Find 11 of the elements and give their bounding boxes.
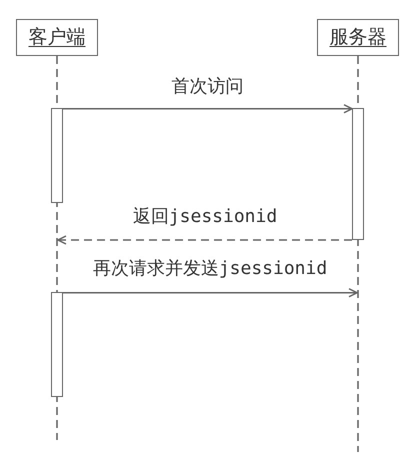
- message-arrow: [63, 104, 353, 114]
- activation-bar: [51, 292, 63, 397]
- message-arrow: [63, 288, 358, 298]
- activation-bar: [352, 108, 364, 240]
- edge-label: 首次访问: [172, 77, 244, 97]
- edge-label: 返回jsessionid: [132, 207, 278, 227]
- message-arrow: [57, 235, 352, 245]
- edge-label: 再次请求并发送jsessionid: [92, 259, 328, 279]
- activation-bar: [51, 108, 63, 203]
- actor-box: 服务器: [317, 19, 399, 56]
- actor-box: 客户端: [16, 19, 98, 56]
